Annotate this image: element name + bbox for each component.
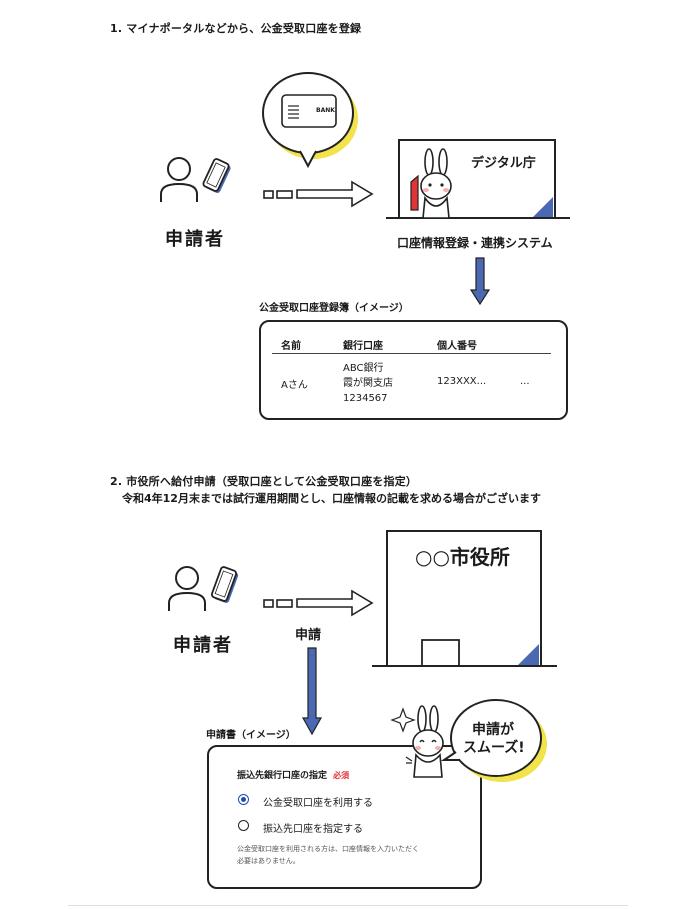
form-caption: 申請書（イメージ） — [206, 730, 296, 741]
table-divider — [272, 353, 551, 354]
step2-note: 令和4年12月末までは試行運用期間とし、口座情報の記載を求める場合がございます — [122, 492, 541, 505]
registry-caption: 公金受取口座登録簿（イメージ） — [259, 303, 409, 314]
radio-specify-account[interactable] — [238, 820, 249, 831]
option-use-public-account[interactable]: 公金受取口座を利用する — [263, 798, 373, 809]
cell-more: ... — [520, 376, 530, 387]
applicant-label: 申請者 — [165, 229, 225, 250]
person-icon — [160, 157, 198, 202]
smartphone-icon — [202, 158, 231, 193]
header-account: 銀行口座 — [343, 341, 383, 352]
header-number: 個人番号 — [437, 341, 477, 352]
cell-account: ABC銀行 霞が関支店 1234567 — [343, 363, 393, 404]
cell-name: Aさん — [281, 380, 308, 391]
form-field-label: 振込先銀行口座の指定 必須 — [237, 771, 350, 781]
city-office-name: ○○市役所 — [415, 545, 510, 569]
down-arrow-icon — [469, 257, 491, 306]
bubble-line2: スムーズ! — [463, 740, 525, 756]
registry-table — [259, 320, 568, 420]
cell-number: 123XXX... — [437, 376, 487, 387]
header-name: 名前 — [281, 341, 301, 352]
required-badge: 必須 — [333, 771, 350, 780]
down-arrow-icon — [301, 647, 323, 736]
option-specify-account[interactable]: 振込先口座を指定する — [263, 824, 363, 835]
radio-use-public-account[interactable] — [238, 794, 249, 805]
bank-card-label: BANK — [316, 107, 335, 114]
application-form — [207, 745, 482, 889]
applicant-label: 申請者 — [173, 635, 233, 656]
step2-title: 2. 市役所へ給付申請（受取口座として公金受取口座を指定） — [110, 475, 418, 488]
system-name: 口座情報登録・連携システム — [397, 236, 553, 250]
apply-label: 申請 — [295, 628, 322, 643]
rabbit-mascot-icon — [410, 148, 452, 219]
bank-card-icon — [281, 94, 337, 128]
smartphone-icon — [210, 566, 239, 603]
bubble-line1: 申請が — [472, 722, 514, 738]
rabbit-mascot-icon — [390, 705, 444, 778]
agency-name: デジタル庁 — [471, 156, 536, 171]
bottom-divider — [68, 905, 628, 906]
step1-title: 1. マイナポータルなどから、公金受取口座を登録 — [110, 22, 362, 35]
form-help-text: 公金受取口座を利用される方は、口座情報を入力いただく 必要はありません。 — [237, 845, 419, 865]
person-icon — [168, 566, 206, 611]
